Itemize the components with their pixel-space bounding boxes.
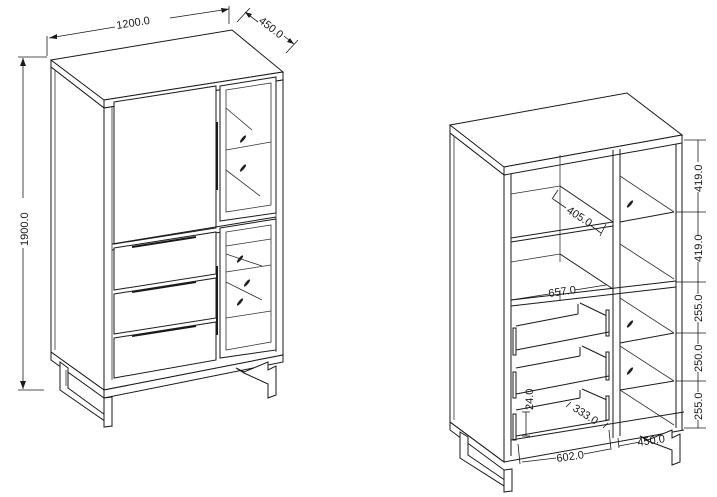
- glass-glint-icon: [626, 200, 634, 208]
- glass-glint-icon: [243, 279, 251, 287]
- glass-glint-icon: [239, 135, 247, 143]
- left-leg-front: [103, 396, 113, 428]
- lower-glass-door: [219, 218, 277, 359]
- dim-right-height-5: 255.0: [693, 392, 705, 420]
- glass-glint-icon: [626, 367, 634, 375]
- upper-door: [113, 85, 217, 245]
- drawer-2-handle: [131, 281, 197, 293]
- dim-right-height-4: 250.0: [693, 344, 705, 372]
- glass-glint-icon: [626, 320, 634, 328]
- drawer-3-handle: [131, 325, 197, 337]
- glass-glint-icon: [236, 298, 244, 306]
- glass-glint-icon: [239, 164, 247, 172]
- right-view-back-leg: [639, 429, 681, 466]
- dim-right-height-2: 419.0: [693, 234, 705, 262]
- dim-side-width: 450.0: [637, 433, 666, 449]
- dim-width: 1200.0: [116, 15, 151, 32]
- dim-right-height-1: 419.0: [693, 164, 705, 192]
- glass-glint-icon: [236, 255, 244, 263]
- left-dimensions: 1200.0 450.0 1900.0: [18, 6, 299, 391]
- right-cabinet: [448, 92, 685, 493]
- drawer-1-handle: [131, 236, 197, 248]
- right-side-panel: [449, 131, 505, 463]
- dim-height: 1900.0: [19, 212, 31, 246]
- right-leg-frame: [235, 361, 277, 399]
- dim-shelf-depth: 405.0: [564, 204, 594, 229]
- open-drawers: [512, 302, 610, 441]
- dim-depth: 450.0: [256, 15, 285, 41]
- dim-inner-width-lower: 602.0: [556, 449, 585, 465]
- upper-glass-door: [219, 76, 277, 222]
- dim-drawer-height: 24.0: [524, 389, 536, 410]
- left-cabinet: [49, 29, 285, 428]
- left-side-panel: [50, 65, 105, 391]
- dim-inner-width-upper: 657.0: [548, 284, 577, 300]
- dim-right-height-3: 255.0: [693, 294, 705, 322]
